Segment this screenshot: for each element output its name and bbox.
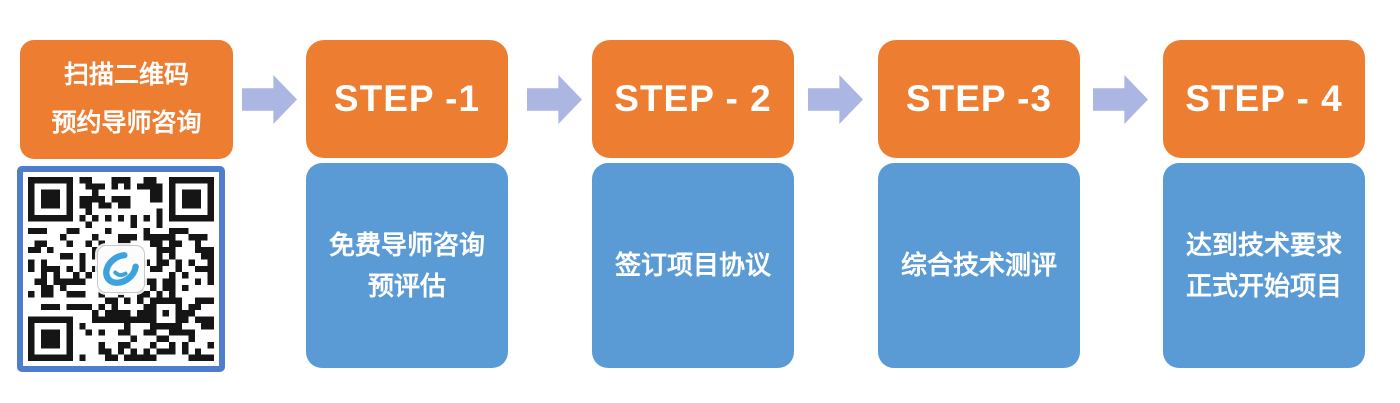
step-4-desc-line: 达到技术要求 [1185,230,1342,261]
arrow-right-icon [242,75,297,124]
step-2-header: STEP - 2 [592,40,794,158]
arrow-right-icon [527,75,582,124]
arrow-right-icon [1093,75,1148,124]
step-2-title: STEP - 2 [614,78,772,119]
intro-line-2: 预约导师咨询 [51,108,202,137]
step-1-header: STEP -1 [306,40,508,158]
step-3-description: 综合技术测评 [878,163,1080,368]
step-3-title: STEP -3 [905,78,1053,119]
intro-line-1: 扫描二维码 [63,61,189,89]
step-1-desc-line: 免费导师咨询 [328,230,485,261]
step-4-header: STEP - 4 [1163,40,1365,158]
step-1-description: 免费导师咨询 预评估 [306,163,508,368]
step-1-desc-line: 预评估 [367,270,446,301]
step-2-description: 签订项目协议 [592,163,794,368]
step-2-desc-line: 签订项目协议 [614,250,771,281]
swirl-logo-icon [103,252,139,286]
step-3-desc-line: 综合技术测评 [900,250,1057,281]
step-3-header: STEP -3 [878,40,1080,158]
arrow-right-icon [808,75,863,124]
intro-card: 扫描二维码 预约导师咨询 [20,40,233,159]
step-4-description: 达到技术要求 正式开始项目 [1163,163,1365,368]
logo-badge [97,245,145,293]
qr-code [17,166,225,372]
step-4-desc-line: 正式开始项目 [1185,270,1342,301]
step-1-title: STEP -1 [333,78,481,119]
step-4-title: STEP - 4 [1185,78,1343,119]
